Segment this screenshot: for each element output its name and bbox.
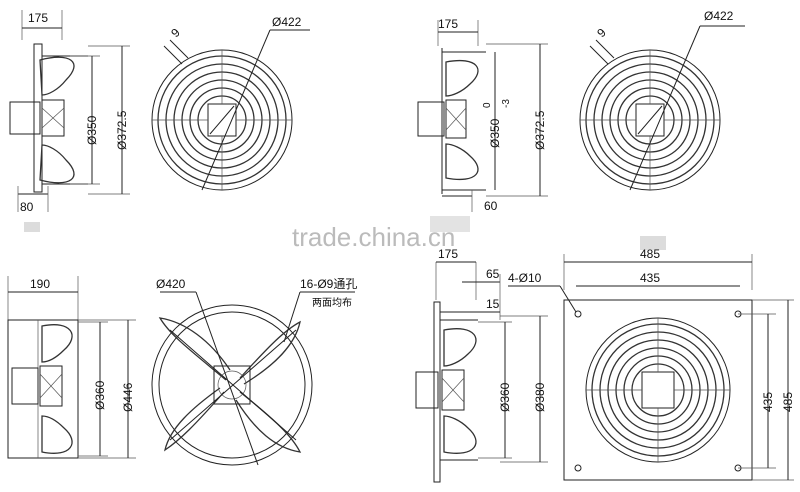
d-inner-dia: Ø360 bbox=[498, 382, 512, 412]
view-b-front: Ø422 9 bbox=[579, 9, 745, 191]
d-outer-dia: Ø380 bbox=[533, 382, 547, 412]
b-outer-dia: Ø372.5 bbox=[533, 110, 547, 150]
b-depth-label: 175 bbox=[438, 17, 458, 31]
view-d-side: 175 65 15 Ø360 Ø380 bbox=[415, 247, 548, 483]
a-outer-dia: Ø372.5 bbox=[115, 110, 129, 150]
d-plate-label: 15 bbox=[486, 297, 500, 311]
a-front-dia: Ø422 bbox=[272, 15, 302, 29]
c-inner-dia: Ø360 bbox=[93, 380, 107, 410]
b-base-label: 60 bbox=[484, 199, 498, 213]
d-hole-spacing-h: 435 bbox=[640, 271, 660, 285]
b-inner-dia: Ø350 bbox=[488, 118, 502, 148]
view-c-front: Ø420 16-Ø9通孔 两面均布 bbox=[151, 277, 357, 466]
view-c-side: 190 Ø360 Ø446 bbox=[7, 276, 136, 459]
d-hole-spacing-v: 435 bbox=[761, 392, 775, 412]
d-holes-label: 4-Ø10 bbox=[508, 271, 542, 285]
d-depth-label: 175 bbox=[438, 247, 458, 261]
c-front-holes-note: 两面均布 bbox=[312, 297, 352, 309]
b-front-hole: 9 bbox=[594, 25, 609, 40]
c-outer-dia: Ø446 bbox=[121, 382, 135, 412]
d-ring-label: 65 bbox=[486, 267, 500, 281]
c-depth-label: 190 bbox=[30, 277, 50, 291]
view-a-front: Ø422 9 bbox=[151, 15, 310, 191]
d-height-label: 485 bbox=[781, 392, 795, 412]
b-front-dia: Ø422 bbox=[704, 9, 734, 23]
a-front-hole: 9 bbox=[168, 25, 183, 40]
view-a-side: 175 80 Ø350 Ø372.5 bbox=[9, 10, 130, 214]
a-depth-label: 175 bbox=[28, 11, 48, 25]
watermark-blot bbox=[640, 236, 666, 250]
view-d-front: 485 435 4-Ø10 435 485 bbox=[508, 247, 795, 481]
a-base-label: 80 bbox=[20, 200, 34, 214]
watermark: trade.china.cn bbox=[292, 222, 455, 252]
b-tol-lower: -3 bbox=[501, 99, 512, 108]
view-b-side: 175 60 Ø350 0 -3 Ø372.5 bbox=[417, 17, 548, 213]
watermark-blot bbox=[24, 222, 40, 232]
a-inner-dia: Ø350 bbox=[85, 115, 99, 145]
b-tol-upper: 0 bbox=[482, 102, 493, 108]
c-front-holes: 16-Ø9通孔 bbox=[300, 277, 357, 291]
c-front-dia: Ø420 bbox=[156, 277, 186, 291]
d-width-label: 485 bbox=[640, 247, 660, 261]
watermark-blot bbox=[430, 216, 470, 232]
